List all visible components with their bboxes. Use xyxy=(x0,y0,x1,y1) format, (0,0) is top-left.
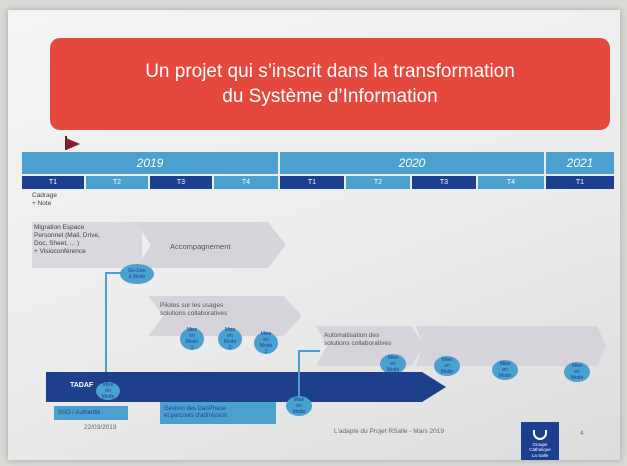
milestone-oval-3: Mise en Mode 2 xyxy=(218,327,242,351)
milestone-oval-4: Mise en Mode 3 xyxy=(254,331,278,355)
quarter-2020-t2: T2 xyxy=(346,176,410,189)
footer-caption: L'adapte du Projet RSalle - Mars 2019 xyxy=(334,428,444,435)
milestone-oval-8: Mise en Mode xyxy=(564,362,590,382)
pilotes-label: Pilotes sur les usages solutions collabo… xyxy=(160,302,228,317)
quarter-2020-t4: T4 xyxy=(478,176,544,189)
cadrage-note: Cadrage + Note xyxy=(32,192,57,207)
milestone-oval-6: Mise en Mode xyxy=(434,356,460,376)
title-line-2: du Système d’Information xyxy=(222,86,438,107)
quarter-2020-t1: T1 xyxy=(280,176,344,189)
logo-text: Groupe Catholique La Salle xyxy=(529,441,551,458)
gestion-box: Gestion des DanPhase et parcours d'admis… xyxy=(160,402,276,424)
connector-line-2 xyxy=(298,350,300,402)
automatisation-chevron-4 xyxy=(532,326,606,366)
milestone-oval-10: Mise en Mode xyxy=(286,396,312,416)
accompagnement-label: Accompagnement xyxy=(170,242,231,251)
milestone-oval-9: Mise en Mode xyxy=(96,382,120,400)
flag-icon xyxy=(66,138,80,150)
milestone-oval-2: Mise en Mode 1 xyxy=(180,327,204,351)
automatisation-chevron xyxy=(316,326,424,366)
automatisation-chevron-3 xyxy=(474,326,540,366)
quarter-2019-t2: T2 xyxy=(86,176,148,189)
year-2019: 2019 xyxy=(22,152,278,174)
quarter-2020-t3: T3 xyxy=(412,176,476,189)
milestone-oval-1: Go-Live à Mode xyxy=(120,264,154,284)
quarter-2019-t4: T4 xyxy=(214,176,278,189)
automatisation-label: Automatisation des solutions collaborati… xyxy=(324,332,392,347)
quarter-2021-t1: T1 xyxy=(546,176,614,189)
connector-line-1 xyxy=(105,272,107,402)
connector-line-2h xyxy=(298,350,320,352)
sso-box: SSO / Authentik xyxy=(54,406,128,420)
migration-box xyxy=(32,222,142,268)
tadaf-label: TADAF xyxy=(70,382,94,389)
logo-mark-icon xyxy=(533,429,547,440)
quarter-2019-t1: T1 xyxy=(22,176,84,189)
year-2021: 2021 xyxy=(546,152,614,174)
year-2020: 2020 xyxy=(280,152,544,174)
connector-line-1h xyxy=(105,272,121,274)
milestone-oval-7: Mise en Mode xyxy=(492,360,518,380)
footer-date: 22/03/2019 xyxy=(84,424,117,431)
logo: Groupe Catholique La Salle xyxy=(521,422,559,460)
accompagnement-chevron xyxy=(136,222,286,268)
milestone-oval-5: Mise en Mode xyxy=(380,354,406,374)
quarter-2019-t3: T3 xyxy=(150,176,212,189)
title-banner: Un projet qui s’inscrit dans la transfor… xyxy=(50,38,610,130)
migration-text: Migration Espace Personnel (Mail, Drive,… xyxy=(34,224,100,255)
title-line-1: Un projet qui s’inscrit dans la transfor… xyxy=(145,61,515,82)
page-number: 4 xyxy=(580,430,584,437)
slide: Un projet qui s’inscrit dans la transfor… xyxy=(8,10,620,460)
